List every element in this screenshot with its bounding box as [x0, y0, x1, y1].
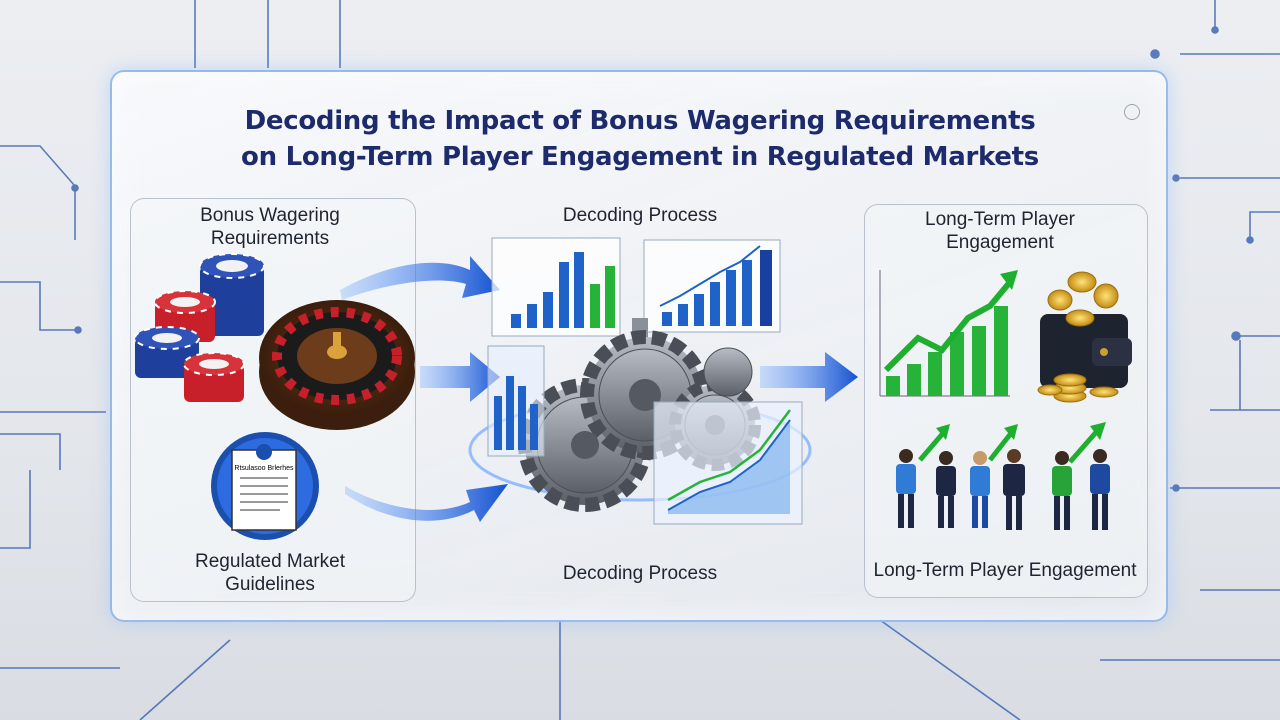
engagement-bottom-label: Long-Term Player Engagement — [873, 560, 1137, 581]
line-chart-icon — [643, 239, 781, 333]
document-heading: Rtsulasoo Brlerhes — [234, 465, 294, 472]
right-section — [864, 204, 1148, 598]
growth-arrow-icon — [918, 422, 1106, 464]
decoding-process-top-label: Decoding Process — [562, 205, 718, 226]
page-title-line1: Decoding the Impact of Bonus Wagering Re… — [244, 106, 1036, 136]
bar-chart-icon — [487, 345, 545, 457]
bar-chart-icon — [491, 237, 621, 337]
poker-chips-icon — [134, 253, 265, 402]
wallet-icon — [1040, 314, 1132, 388]
document-icon: Rtsulasoo Brlerhes — [211, 432, 319, 540]
bonus-wagering-label: Bonus Wagering Requirements — [200, 205, 340, 249]
bar-chart-icon — [879, 270, 1010, 397]
info-icon[interactable] — [1124, 104, 1140, 120]
roulette-wheel-icon — [259, 300, 415, 430]
growth-arrow-icon — [883, 270, 1018, 373]
page-title-line2: on Long-Term Player Engagement in Regula… — [241, 142, 1039, 172]
gold-coins-icon — [1037, 271, 1119, 403]
engagement-top-label: Long-Term Player Engagement — [925, 209, 1075, 253]
regulated-guidelines-label: Regulated Market Guidelines — [195, 551, 345, 595]
flow-arrow-icon — [340, 256, 858, 522]
decoding-process-bottom-label: Decoding Process — [562, 563, 718, 584]
people-icon — [896, 449, 1110, 530]
line-chart-icon — [653, 401, 803, 525]
